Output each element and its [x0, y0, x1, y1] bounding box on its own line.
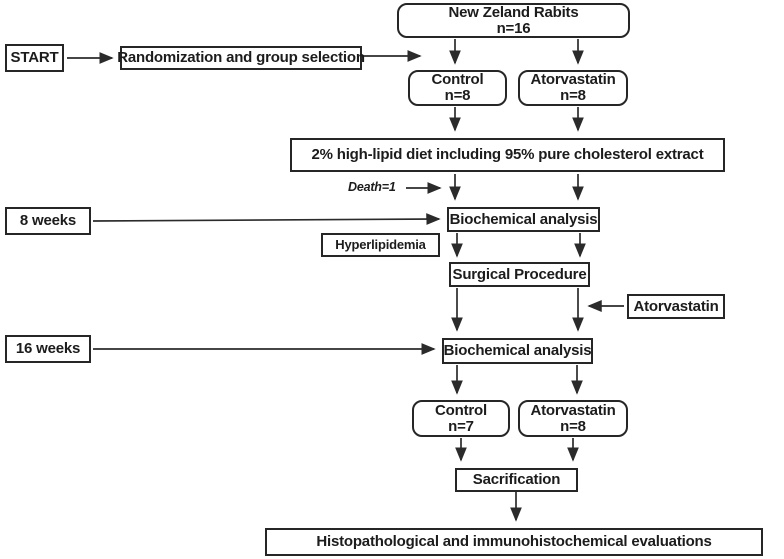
- node-population-line1: New Zeland Rabits: [448, 3, 579, 21]
- node-week16: 16 weeks: [5, 335, 91, 363]
- arrow-week8-to-biochem1: [92, 213, 441, 226]
- node-sacrification: Sacrification: [455, 468, 578, 492]
- node-randomization: Randomization and group selection: [117, 46, 365, 70]
- node-atorvastatin-n8: Atorvastatin n=8: [518, 70, 628, 106]
- node-population: New Zeland Rabits n=16: [397, 3, 630, 38]
- node-atorvastatin-n8b: Atorvastatin n=8: [518, 400, 628, 437]
- node-diet: 2% high-lipid diet including 95% pure ch…: [290, 138, 725, 172]
- node-control-n7: Control n=7: [412, 400, 510, 437]
- node-control-n8: Control n=8: [408, 70, 507, 106]
- node-start: START: [5, 44, 64, 72]
- node-week8: 8 weeks: [5, 207, 91, 235]
- node-histopathology: Histopathological and immunohistochemica…: [265, 528, 763, 556]
- node-surgical-procedure: Surgical Procedure: [449, 262, 590, 287]
- death-note: Death=1: [348, 180, 396, 194]
- node-biochemical-1: Biochemical analysis: [447, 207, 600, 232]
- node-hyperlipidemia: Hyperlipidemia: [321, 233, 440, 257]
- node-atorvastatin-side: Atorvastatin: [627, 294, 725, 319]
- node-biochemical-2: Biochemical analysis: [442, 338, 593, 364]
- node-population-line2: n=16: [496, 19, 531, 37]
